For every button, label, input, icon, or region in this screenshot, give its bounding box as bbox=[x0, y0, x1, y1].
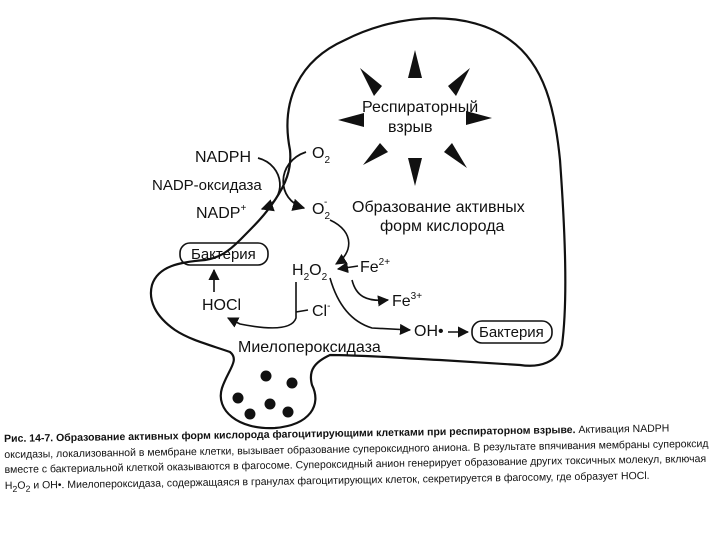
phagosome-outline bbox=[156, 222, 365, 318]
superoxide-to-h2o2-arrow bbox=[330, 220, 349, 264]
star-ray-sw bbox=[363, 143, 388, 165]
granule bbox=[287, 378, 298, 389]
myeloperoxidase-label: Миелопероксидаза bbox=[238, 339, 381, 356]
granules bbox=[233, 371, 298, 420]
star-ray-se bbox=[444, 143, 467, 168]
caption-text-part2: O bbox=[17, 479, 25, 491]
o2-label: O2 bbox=[312, 145, 330, 166]
ros-formation-line2: форм кислорода bbox=[380, 218, 505, 235]
superoxide-label: O2- bbox=[312, 197, 330, 222]
granule bbox=[245, 409, 256, 420]
figure-caption: Рис. 14-7. Образование активных форм кис… bbox=[4, 421, 717, 497]
fe2-label: Fe2+ bbox=[360, 257, 390, 276]
h2o2-label: H2O2 bbox=[292, 262, 328, 283]
star-ray-ne bbox=[448, 68, 470, 96]
ros-formation-line1: Образование активных bbox=[352, 199, 525, 216]
star-ray-n bbox=[408, 50, 422, 78]
oh-radical-label: OH• bbox=[414, 323, 444, 340]
bacteria-right-label: Бактерия bbox=[479, 324, 544, 341]
respiratory-burst-label-line2: взрыв bbox=[388, 119, 433, 136]
fe2-to-fe3-arrow bbox=[352, 280, 388, 300]
hocl-label: HOCl bbox=[202, 297, 241, 314]
phagocyte-diagram: Респираторный взрыв NADPH NADP-оксидаза … bbox=[0, 0, 720, 430]
chloride-label: Cl- bbox=[312, 301, 330, 320]
star-ray-s bbox=[408, 158, 422, 186]
granule bbox=[233, 393, 244, 404]
chloride-join-line bbox=[296, 310, 308, 312]
nadp-plus-label: NADP+ bbox=[196, 203, 246, 222]
fe2-to-h2o2-arrow bbox=[338, 266, 358, 269]
nadp-oxidase-label: NADP-оксидаза bbox=[152, 177, 262, 194]
bacteria-left-label: Бактерия bbox=[191, 246, 256, 263]
star-ray-nw bbox=[360, 68, 382, 96]
granule bbox=[265, 399, 276, 410]
nadph-label: NADPH bbox=[195, 149, 251, 166]
respiratory-burst-star bbox=[338, 50, 492, 186]
star-ray-w bbox=[338, 113, 364, 127]
granule bbox=[261, 371, 272, 382]
respiratory-burst-label-line1: Респираторный bbox=[362, 99, 478, 116]
fe3-label: Fe3+ bbox=[392, 291, 422, 310]
granule bbox=[283, 407, 294, 418]
